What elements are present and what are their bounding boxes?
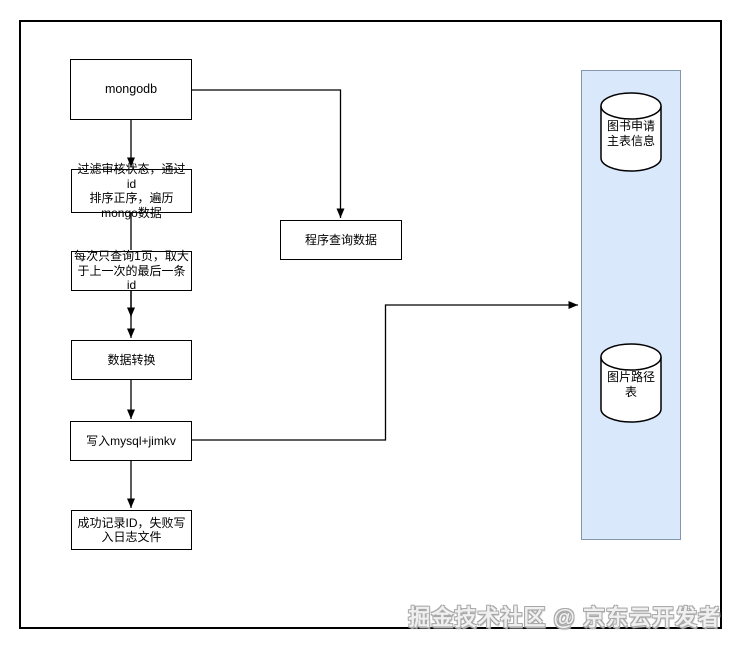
database-cylinder-icon (600, 343, 662, 423)
node-filter-audit-status-label: 过滤审核状态，通过id 排序正序，遍历 mongo数据 (77, 162, 186, 220)
node-data-transform: 数据转换 (71, 340, 192, 380)
node-program-query-label: 程序查询数据 (304, 232, 377, 247)
watermark: 掘金技术社区 @ 京东云开发者 (408, 605, 721, 630)
node-success-log-label: 成功记录ID，失败写 入日志文件 (77, 515, 186, 545)
cylinder-book-request-label: 图书申请 主表信息 (606, 119, 655, 148)
diagram-border (19, 20, 722, 629)
node-query-one-page: 每次只查询1页，取大 于上一次的最后一条id (71, 249, 192, 293)
cylinder-book-request-table: 图书申请 主表信息 (600, 92, 662, 172)
node-success-log: 成功记录ID，失败写 入日志文件 (71, 510, 192, 550)
node-data-transform-label: 数据转换 (107, 352, 156, 367)
node-query-one-page-label: 每次只查询1页，取大 于上一次的最后一条id (74, 249, 189, 293)
node-write-mysql-jimkv: 写入mysql+jimkv (70, 421, 192, 461)
cylinder-image-path-label: 图片路径 表 (606, 370, 655, 399)
database-panel: 图书申请 主表信息 图片路径 表 (581, 70, 681, 540)
node-mongodb-label: mongodb (104, 82, 158, 97)
node-filter-audit-status: 过滤审核状态，通过id 排序正序，遍历 mongo数据 (71, 162, 192, 220)
node-program-query: 程序查询数据 (280, 220, 402, 260)
node-mongodb: mongodb (70, 59, 192, 120)
node-write-mysql-jimkv-label: 写入mysql+jimkv (86, 433, 176, 448)
cylinder-image-path-table: 图片路径 表 (600, 343, 662, 423)
database-cylinder-icon (600, 92, 662, 172)
